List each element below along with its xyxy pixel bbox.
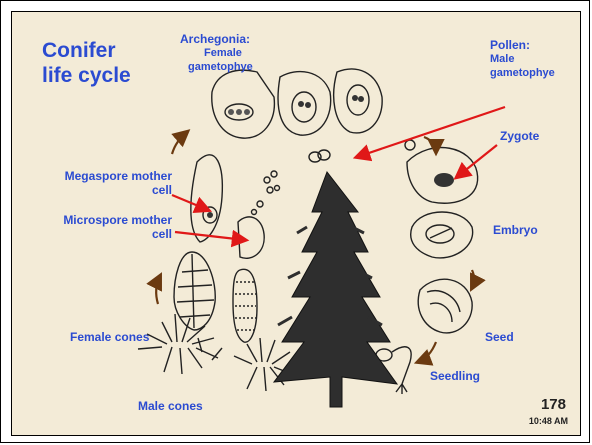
male-cone-drawing — [233, 269, 257, 342]
female-cones-cluster-drawing — [138, 314, 222, 374]
label-microspore: Microspore mother cell — [32, 213, 172, 241]
embryo-drawing — [411, 212, 473, 258]
slide-title-line-2: life cycle — [42, 63, 131, 88]
label-megaspore-line-1: Megaspore mother — [32, 169, 172, 183]
label-pollen-line-3: gametophye — [490, 66, 555, 80]
male-cones-cluster-drawing — [234, 338, 294, 391]
seed-drawing — [418, 279, 472, 333]
slide-title: Conifer life cycle — [42, 38, 131, 88]
microspore-arrow — [175, 232, 245, 240]
megaspore-drawing — [191, 155, 222, 242]
zygote-drawing — [407, 148, 478, 204]
label-pollen-line-1: Pollen: — [490, 38, 555, 52]
label-microspore-line-1: Microspore mother — [32, 213, 172, 227]
microspore-drawing — [238, 171, 280, 258]
megaspore-arrow — [172, 195, 208, 210]
female-cone-drawing — [174, 252, 215, 330]
label-seedling: Seedling — [430, 369, 480, 383]
cycle-arrow-5 — [172, 132, 187, 154]
cycle-arrow-3 — [418, 342, 436, 362]
label-female-cones: Female cones — [70, 330, 149, 344]
label-seed: Seed — [485, 330, 514, 344]
label-megaspore: Megaspore mother cell — [32, 169, 172, 197]
label-archegonia-line-2: Female — [180, 46, 253, 60]
slide-time: 10:48 AM — [529, 416, 568, 426]
label-megaspore-line-2: cell — [32, 183, 172, 197]
label-archegonia-line-3: gametophye — [180, 60, 253, 74]
slide-title-line-1: Conifer — [42, 38, 131, 63]
archegonia-drawing — [212, 69, 382, 138]
label-zygote: Zygote — [500, 129, 539, 143]
cycle-arrow-2 — [472, 270, 474, 288]
pollen-arrow — [357, 107, 505, 157]
label-male-cones: Male cones — [138, 399, 203, 413]
slide-panel: Conifer life cycle Archegonia: Female ga… — [11, 11, 581, 436]
label-pollen: Pollen: Male gametophye — [490, 38, 555, 80]
slide-number: 178 — [541, 396, 566, 413]
label-microspore-line-2: cell — [32, 227, 172, 241]
label-archegonia-line-1: Archegonia: — [180, 32, 253, 46]
label-pollen-line-2: Male — [490, 52, 555, 66]
pine-tree-drawing — [274, 172, 397, 407]
label-archegonia: Archegonia: Female gametophye — [180, 32, 253, 74]
label-embryo: Embryo — [493, 223, 538, 237]
cycle-arrow-4 — [156, 276, 160, 304]
